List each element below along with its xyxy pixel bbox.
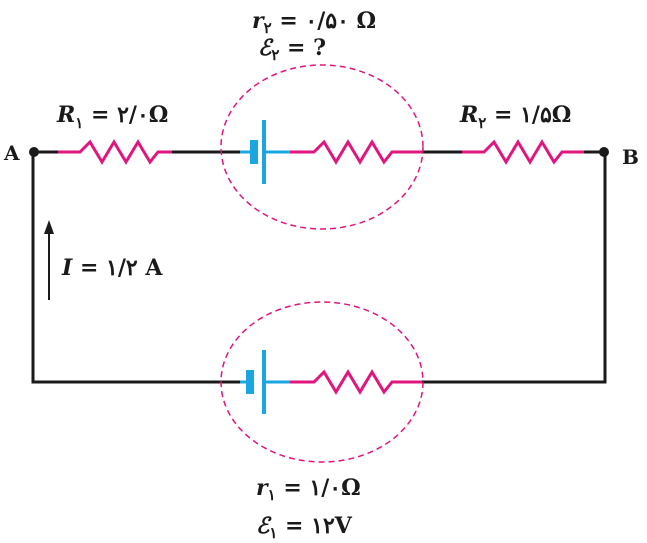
current-label: I = ۱/۲ A [61,255,163,281]
battery-2 [240,120,290,184]
node-b-dot [599,147,609,157]
battery-2-enclosure [220,64,424,230]
r2-resistor-label: R۲ = ۱/۵Ω [459,102,571,132]
current-arrow-icon [44,220,54,300]
resistor-r1 [58,139,172,165]
e1-label: ℰ۱ = ۱۲V [256,513,353,542]
battery-1 [240,350,290,414]
battery-1-enclosure [220,301,424,463]
r1-resistor-label: R۱ = ۲/۰Ω [56,102,168,132]
resistor-r2-internal [290,139,422,165]
node-b-label: B [622,145,639,169]
e2-label: ℰ۲ = ? [258,35,326,64]
r2-label: r۲ = ۰/۵۰ Ω [252,8,376,37]
resistor-r1-internal [290,369,422,395]
r1-label: r۱ = ۱/۰Ω [256,475,361,504]
node-a-label: A [3,141,20,165]
node-a-dot [29,147,39,157]
resistor-r2 [462,139,584,165]
